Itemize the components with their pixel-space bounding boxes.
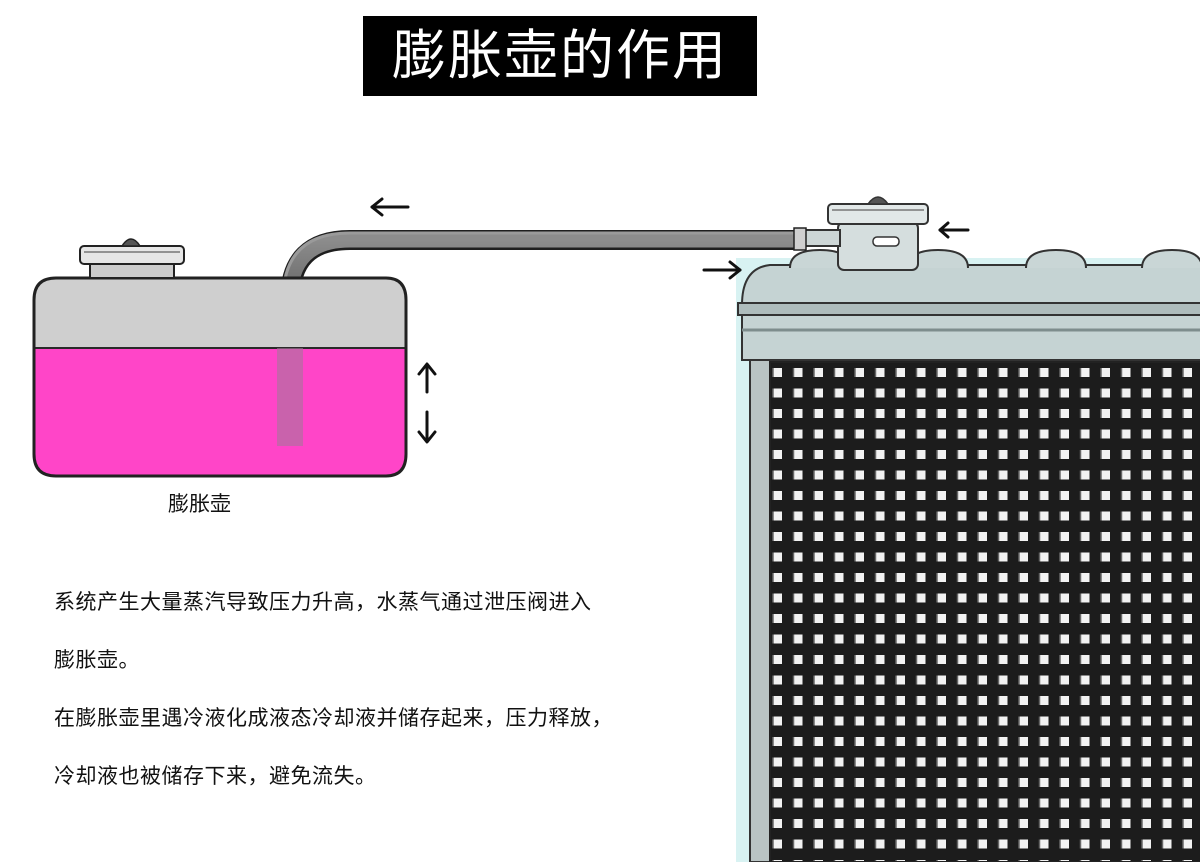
radiator-top-bumps — [789, 248, 1200, 269]
description-line-4: 冷却液也被储存下来，避免流失。 — [54, 764, 377, 788]
radiator — [736, 196, 1200, 862]
description-line-3: 在膨胀壶里遇冷液化成液态冷却液并储存起来，压力释放， — [54, 706, 613, 730]
page-title: 膨胀壶的作用 — [392, 24, 728, 87]
tank-coolant — [34, 348, 406, 476]
radiator-core — [769, 361, 1200, 862]
description-line-1: 系统产生大量蒸汽导致压力升高，水蒸气通过泄压阀进入 — [54, 590, 592, 614]
tank-label: 膨胀壶 — [168, 492, 231, 516]
tank-air-space — [34, 278, 406, 348]
arrow-up-down — [417, 362, 437, 444]
title-banner: 膨胀壶的作用 — [363, 16, 757, 96]
radiator-side-frame — [749, 354, 773, 862]
arrow-right-inlet — [702, 260, 742, 280]
tank-outline — [32, 276, 408, 478]
tank-cap — [79, 238, 185, 279]
hose-submerged — [277, 348, 303, 446]
arrow-left-top — [370, 197, 410, 217]
radiator-cap — [827, 196, 929, 271]
arrow-left-cap — [938, 221, 970, 239]
expansion-tank — [32, 238, 408, 478]
description-line-2: 膨胀壶。 — [54, 648, 140, 672]
radiator-top-rail — [737, 302, 1200, 316]
